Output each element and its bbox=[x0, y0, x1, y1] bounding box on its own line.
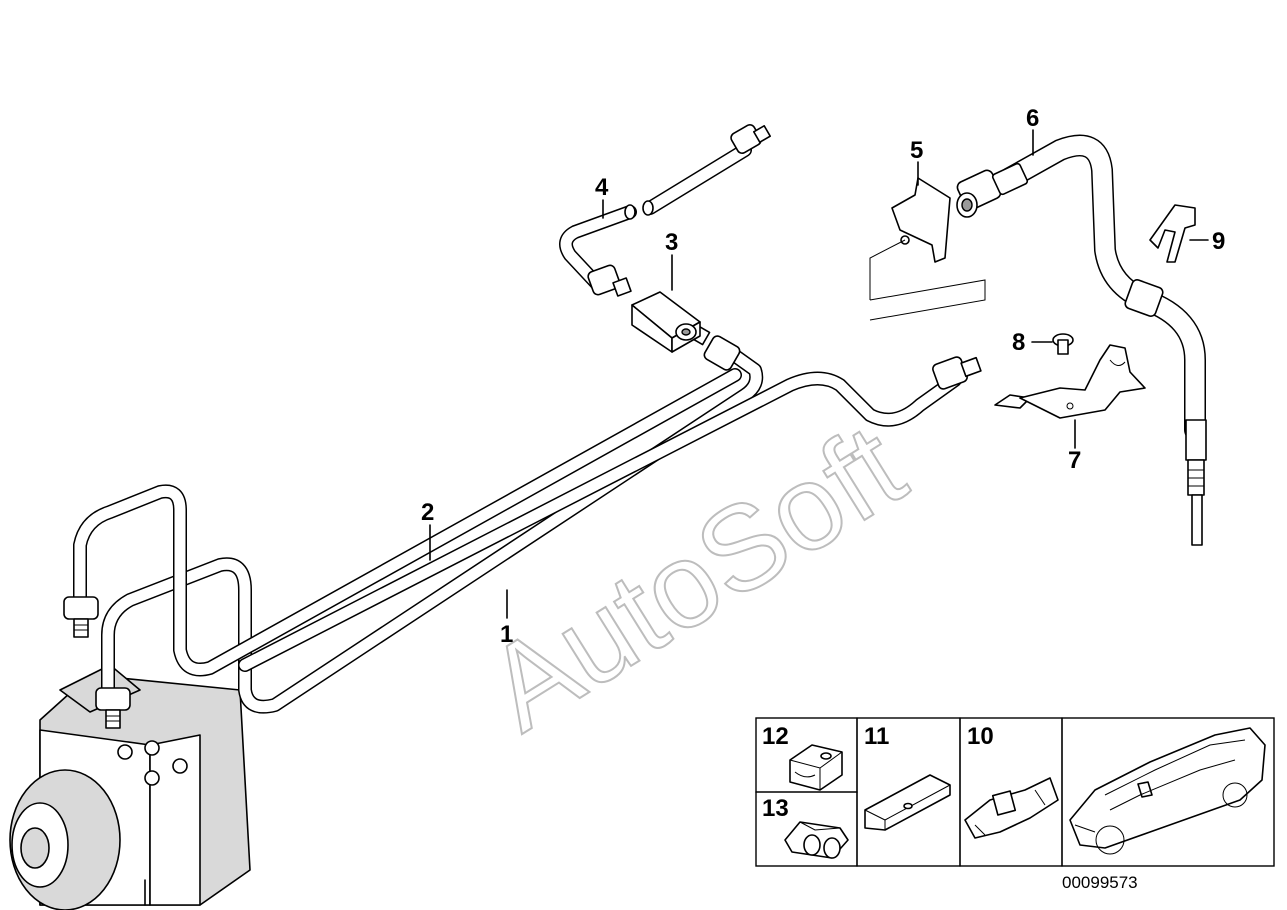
callout-1: 1 bbox=[500, 621, 513, 648]
callout-9: 9 bbox=[1212, 228, 1225, 255]
bolt-8 bbox=[1052, 333, 1074, 355]
inset-label-13: 13 bbox=[762, 795, 789, 822]
vehicle-outline bbox=[1069, 727, 1266, 855]
inset-label-10: 10 bbox=[967, 723, 994, 750]
clip-11 bbox=[864, 774, 951, 831]
bracket-5 bbox=[869, 177, 986, 321]
pipe-nut-abs-2 bbox=[95, 687, 131, 729]
callout-6: 6 bbox=[1026, 105, 1039, 132]
brake-pipe-1 bbox=[73, 338, 764, 714]
clip-13 bbox=[784, 821, 849, 859]
leader-lines bbox=[429, 129, 1209, 619]
brake-hose-6 bbox=[956, 134, 1207, 546]
document-number: 00099573 bbox=[1062, 873, 1138, 892]
callout-2: 2 bbox=[421, 499, 434, 526]
clip-12 bbox=[789, 744, 843, 791]
callout-8: 8 bbox=[1012, 329, 1025, 356]
clip-10 bbox=[964, 777, 1059, 839]
abs-hydraulic-unit bbox=[9, 664, 251, 910]
callout-5: 5 bbox=[910, 137, 923, 164]
pipe-nut-abs-1 bbox=[63, 596, 99, 638]
pipe-nut-rear bbox=[932, 356, 982, 390]
watermark: AutoSoft bbox=[464, 399, 925, 757]
brake-pipe-4 bbox=[559, 124, 771, 297]
connector-3 bbox=[631, 291, 701, 353]
callout-7: 7 bbox=[1068, 447, 1081, 474]
inset-panel: 12 13 11 10 bbox=[755, 717, 1275, 867]
clip-9 bbox=[1149, 204, 1196, 263]
callout-3: 3 bbox=[665, 229, 678, 256]
pipe-nut-front bbox=[689, 324, 741, 371]
inset-label-11: 11 bbox=[864, 723, 889, 750]
callout-4: 4 bbox=[595, 174, 609, 201]
bracket-7 bbox=[994, 344, 1146, 419]
brake-pipe-2 bbox=[238, 371, 962, 672]
inset-label-12: 12 bbox=[762, 723, 789, 750]
